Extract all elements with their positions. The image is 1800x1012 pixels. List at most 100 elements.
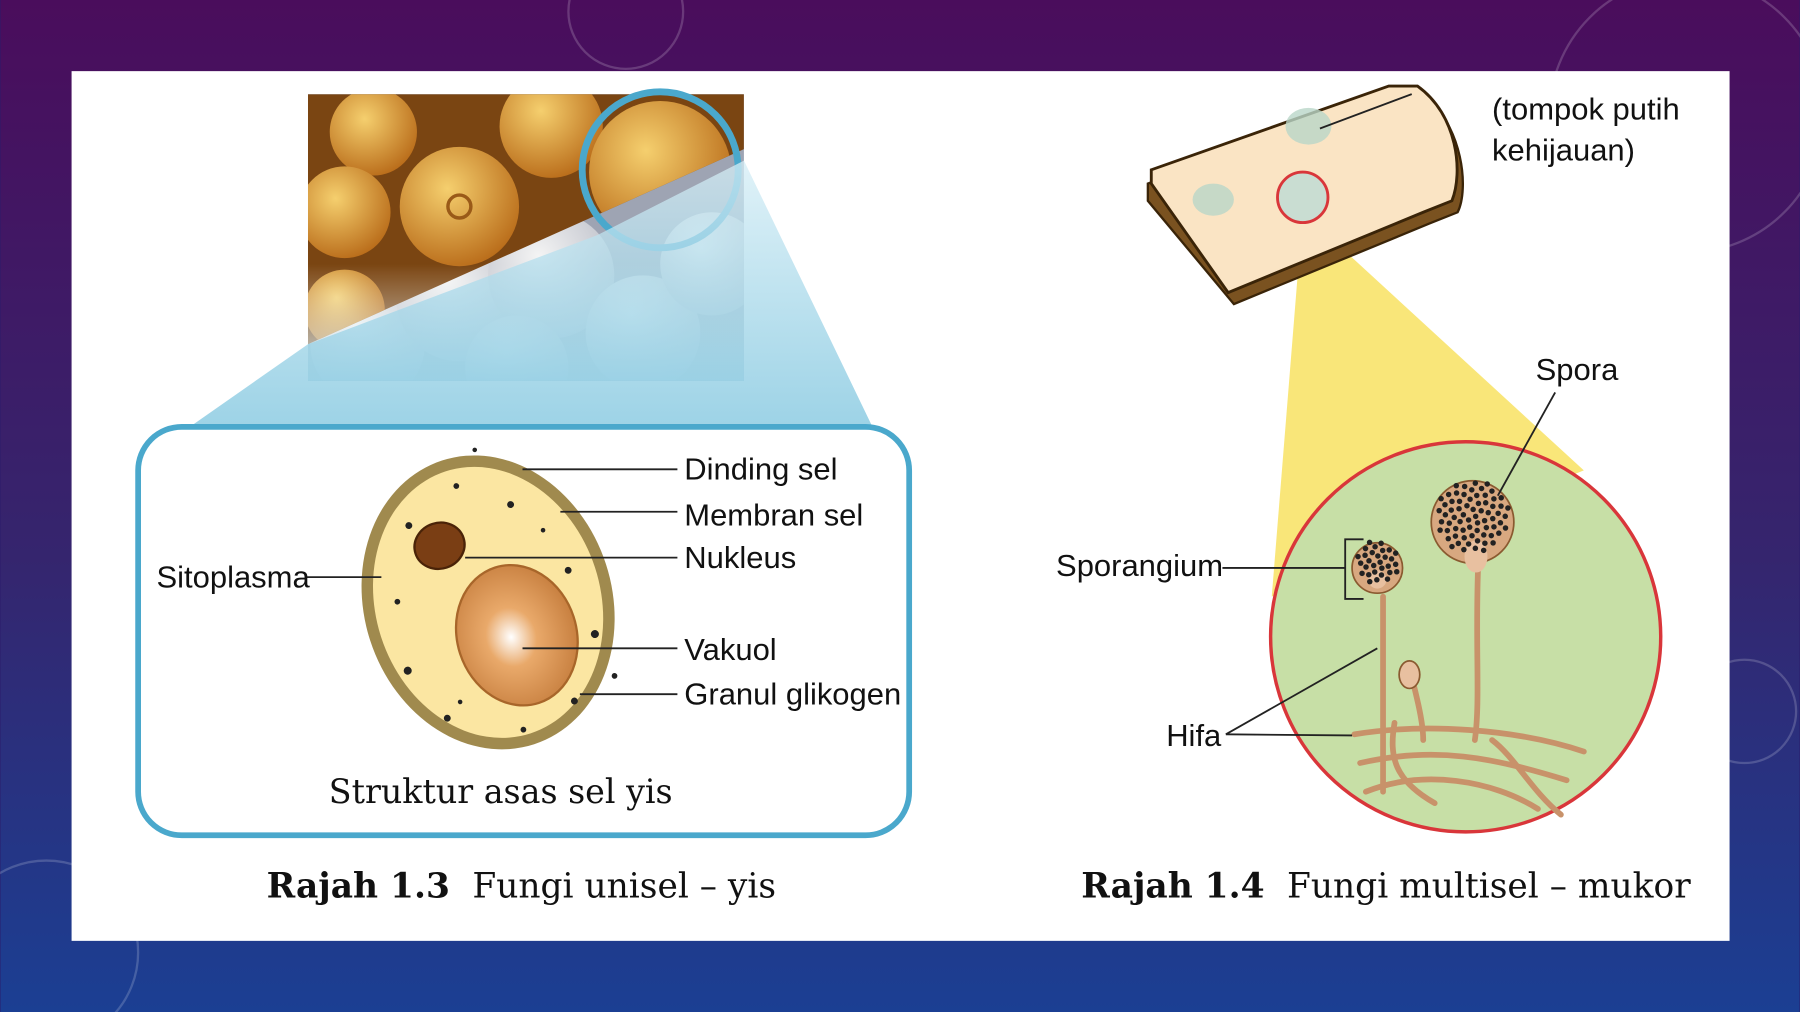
spore-dot <box>1472 513 1479 520</box>
spore-dot <box>1488 532 1495 539</box>
spore-dot <box>1453 482 1460 489</box>
spore-dot <box>1483 524 1490 531</box>
spore-dot <box>1461 491 1467 498</box>
spore-dot <box>1465 541 1472 547</box>
caption-right: Rajah 1.4 Fungi multisel – mukor <box>1081 866 1691 906</box>
box-title: Struktur asas sel yis <box>329 772 673 811</box>
yeast-cell <box>361 447 618 750</box>
spore-dot <box>1484 481 1490 487</box>
spore-dot <box>1374 577 1380 583</box>
spore-dot <box>1498 495 1504 501</box>
spore-dot <box>1367 578 1373 585</box>
spore-dot <box>1469 532 1475 539</box>
spore-dot <box>1469 487 1475 493</box>
spore-dot <box>1393 568 1400 575</box>
label-hifa: Hifa <box>1166 718 1222 753</box>
young-sporangium <box>1398 660 1421 690</box>
spore-dot <box>1452 533 1459 539</box>
spore-dot <box>1375 553 1381 559</box>
spore-dot <box>1370 562 1377 569</box>
spore-dot <box>1371 569 1378 575</box>
mould-spot <box>1285 107 1332 145</box>
spore-dot <box>1437 527 1443 533</box>
spore-dot <box>1456 505 1462 512</box>
spore-dot <box>1502 513 1508 520</box>
label-spora: Spora <box>1536 352 1619 387</box>
spore-dot <box>1466 524 1473 530</box>
spore-dot <box>1470 506 1476 513</box>
spore-dot <box>1388 556 1395 562</box>
spore-dot <box>1467 496 1473 502</box>
caption-left: Rajah 1.3 Fungi unisel – yis <box>267 866 776 906</box>
spore-dot <box>1366 571 1372 578</box>
spore-dot <box>1449 543 1455 550</box>
spore-dot <box>1465 517 1472 523</box>
label-sporangium: Sporangium <box>1056 548 1223 583</box>
spore-dot <box>1461 546 1467 553</box>
spore-dot <box>1480 547 1487 554</box>
spore-dot <box>1378 572 1385 578</box>
label-vakuol: Vakuol <box>684 632 776 667</box>
spore-dot <box>1472 545 1479 552</box>
yeast-figure: Dinding sel Membran sel Nukleus Vakuol G… <box>135 88 913 906</box>
bread-note-line1: (tompok putih <box>1492 91 1680 126</box>
spore-dot <box>1491 496 1497 502</box>
spore-dot <box>1498 503 1504 509</box>
spore-dot <box>1472 480 1479 486</box>
spore-dot <box>1392 561 1399 568</box>
spore-dot <box>1491 524 1497 530</box>
spore-dot <box>1474 527 1480 534</box>
spore-dot <box>1482 540 1488 546</box>
spore-dot <box>1372 543 1378 550</box>
spore-dot <box>1363 564 1369 570</box>
spore-dot <box>1485 509 1492 516</box>
spore-dot <box>1359 570 1365 577</box>
spore-dot <box>1377 559 1383 565</box>
mucor-figure: (tompok putih kehijauan) <box>1056 84 1691 906</box>
label-dinding-sel: Dinding sel <box>684 452 837 487</box>
nucleus <box>413 521 466 571</box>
spore-dot <box>1457 518 1463 525</box>
spore-dot <box>1482 500 1489 506</box>
spore-dot <box>1481 517 1488 524</box>
spore-dot <box>1474 520 1481 526</box>
spore-dot <box>1489 488 1495 494</box>
spore-dot <box>1357 560 1364 566</box>
spore-dot <box>1369 549 1375 556</box>
spore-dot <box>1362 552 1368 559</box>
spore-dot <box>1451 514 1457 521</box>
spore-dot <box>1482 492 1488 498</box>
mould-spot <box>1192 183 1234 216</box>
spore-dot <box>1366 558 1372 564</box>
spore-dot <box>1505 505 1511 511</box>
right-label-lines <box>1222 391 1556 737</box>
spore-dot <box>1460 527 1466 533</box>
spore-dot <box>1464 502 1470 509</box>
label-membran-sel: Membran sel <box>684 498 863 533</box>
spore-dot <box>1385 563 1391 569</box>
mould-spot-highlighted <box>1276 170 1330 225</box>
spore-dot <box>1378 540 1384 547</box>
spore-dot <box>1442 512 1449 518</box>
spore-dot <box>1481 532 1487 538</box>
spore-dot <box>1474 492 1480 499</box>
zoom-projection <box>189 160 873 427</box>
spore-dot <box>1392 550 1399 556</box>
spore-dot <box>1461 483 1468 490</box>
spore-dot <box>1379 565 1385 571</box>
spore-dot <box>1456 498 1463 505</box>
spore-dot <box>1490 540 1496 546</box>
sporangium-small <box>1351 541 1404 595</box>
spore-dot <box>1460 511 1467 518</box>
spore-dot <box>1448 507 1455 513</box>
spore-dot <box>1490 503 1496 510</box>
spore-dot <box>1436 507 1442 514</box>
spore-dot <box>1496 530 1502 536</box>
spore-dot <box>1497 520 1504 526</box>
spore-dot <box>1387 569 1393 576</box>
spore-dot <box>1366 539 1373 546</box>
spore-dot <box>1495 510 1501 517</box>
caption-number: Rajah 1.3 <box>267 866 450 906</box>
spore-dot <box>1382 554 1388 560</box>
